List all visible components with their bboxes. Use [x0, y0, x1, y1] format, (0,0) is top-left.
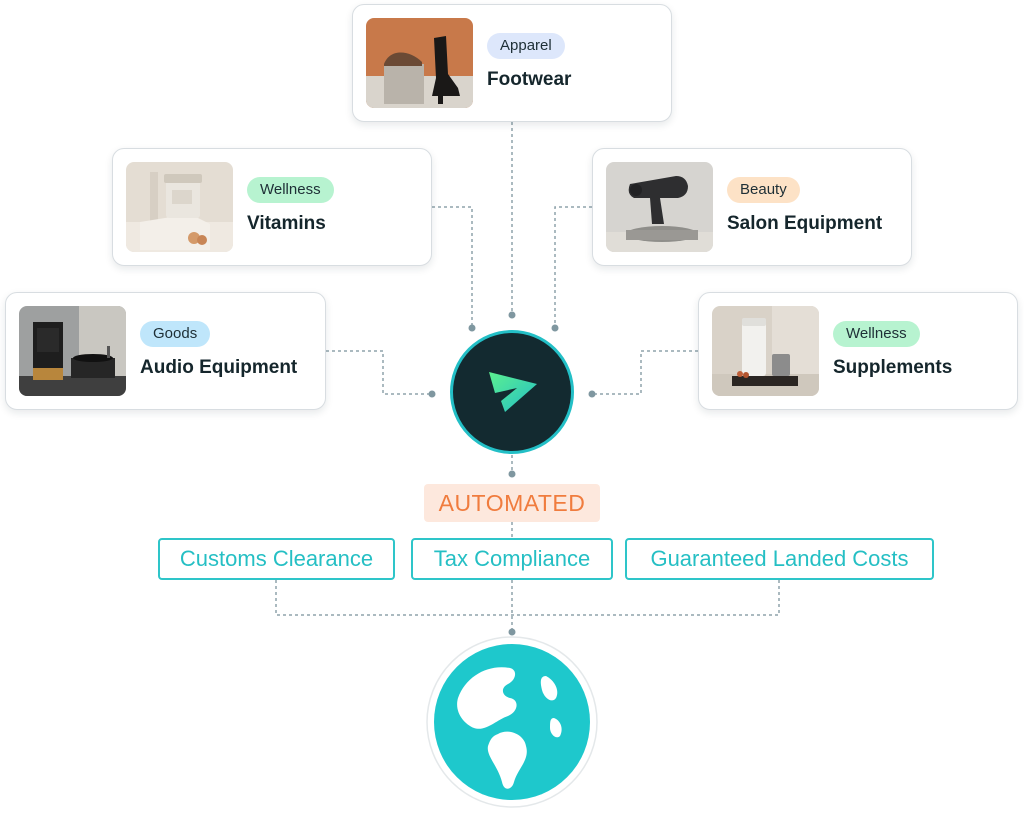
automated-badge: AUTOMATED [424, 484, 600, 522]
category-card-audio-equipment: Goods Audio Equipment [5, 292, 326, 410]
salon-equipment-image [606, 162, 713, 252]
category-card-footwear: Apparel Footwear [352, 4, 672, 122]
service-guaranteed-landed-costs: Guaranteed Landed Costs [625, 538, 934, 580]
globe-node [426, 636, 598, 808]
category-tag: Beauty [727, 177, 800, 203]
category-tag: Apparel [487, 33, 565, 59]
hub-logo [450, 330, 574, 454]
service-customs-clearance: Customs Clearance [158, 538, 395, 580]
category-title: Vitamins [247, 213, 326, 234]
category-title: Audio Equipment [140, 357, 298, 378]
category-card-vitamins: Wellness Vitamins [112, 148, 432, 266]
footwear-image [366, 18, 473, 108]
category-card-salon-equipment: Beauty Salon Equipment [592, 148, 912, 266]
category-title: Salon Equipment [727, 213, 883, 234]
category-title: Supplements [833, 357, 953, 378]
category-tag: Wellness [247, 177, 334, 203]
supplements-image [712, 306, 819, 396]
category-tag: Wellness [833, 321, 920, 347]
service-tax-compliance: Tax Compliance [411, 538, 613, 580]
vitamins-image [126, 162, 233, 252]
category-title: Footwear [487, 69, 572, 90]
send-arrow-logo-icon [489, 372, 537, 412]
category-card-supplements: Wellness Supplements [698, 292, 1018, 410]
category-tag: Goods [140, 321, 211, 347]
globe-icon [426, 636, 598, 808]
audio-equipment-image [19, 306, 126, 396]
